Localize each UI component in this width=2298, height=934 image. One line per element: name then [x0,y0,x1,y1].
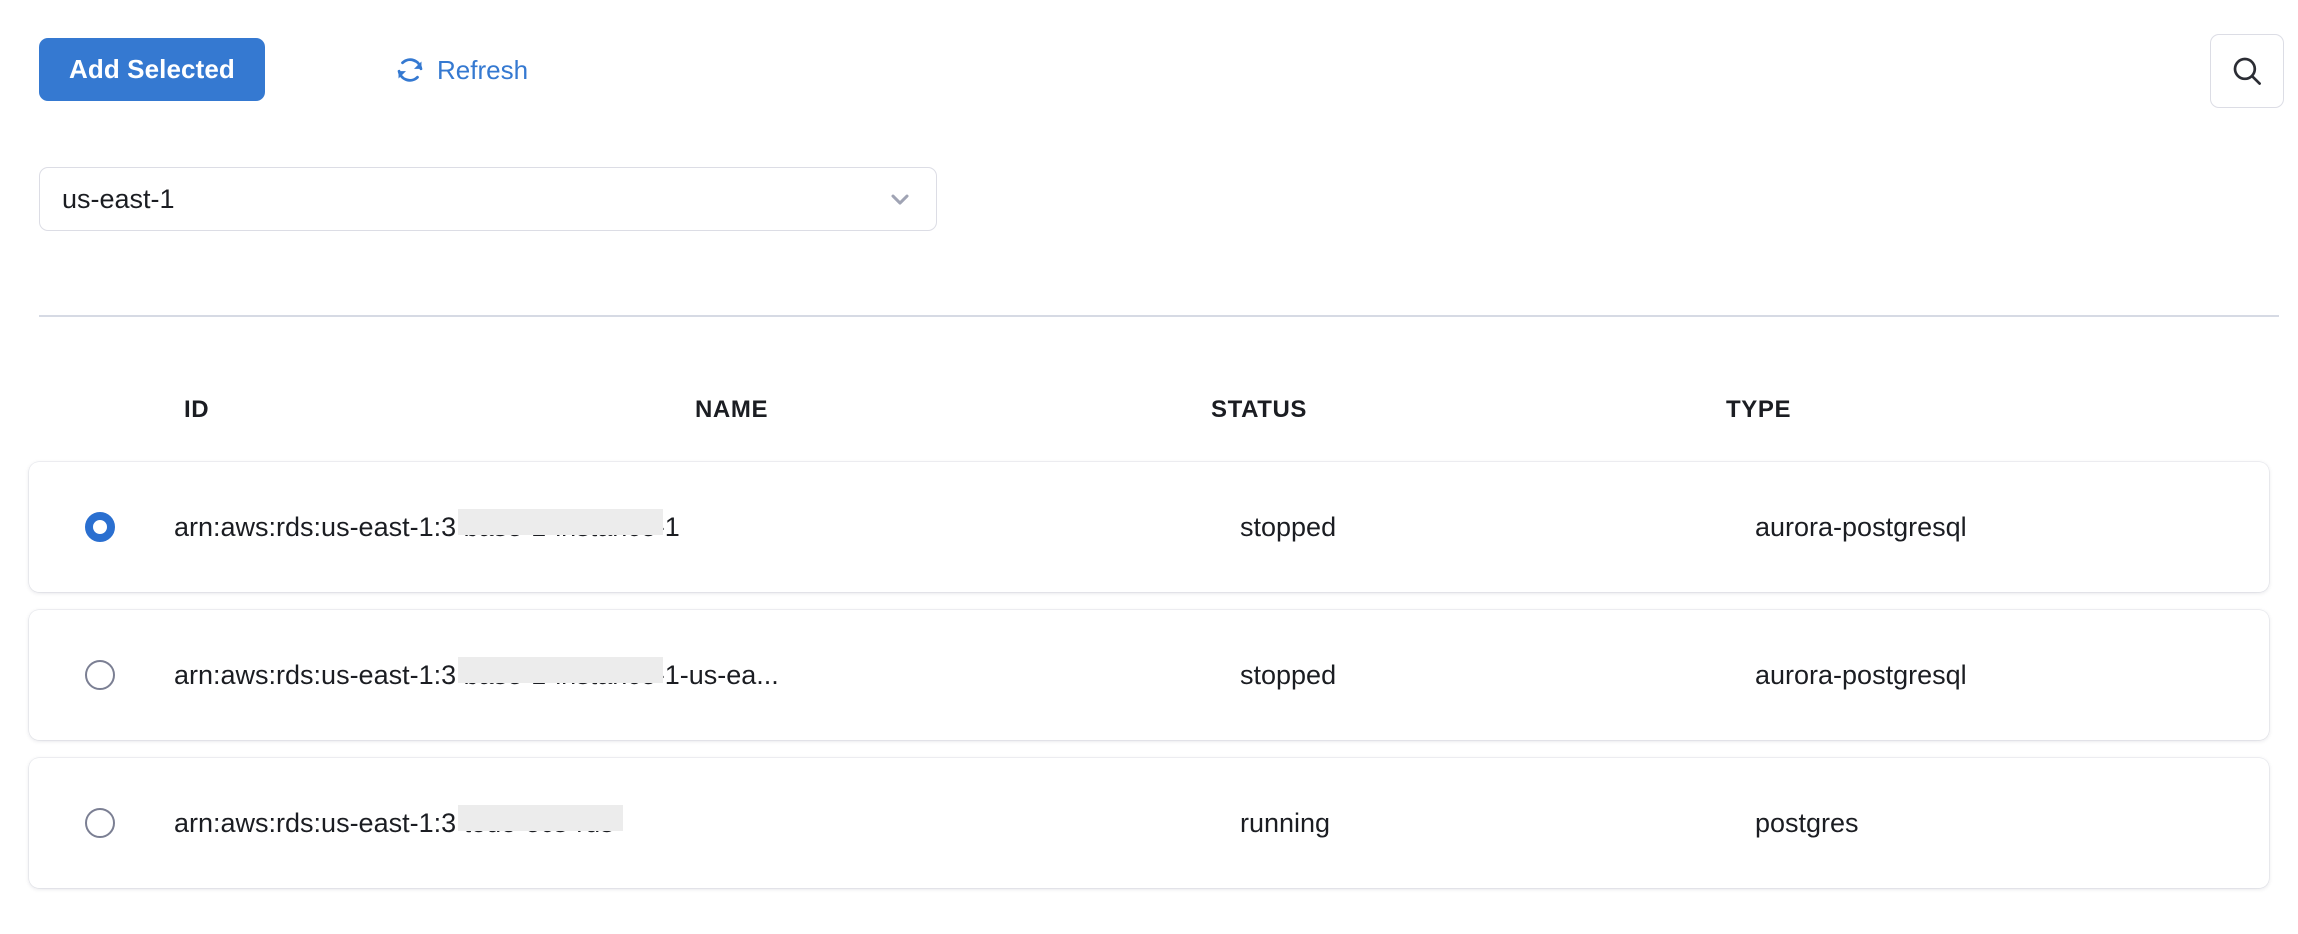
refresh-icon [394,54,426,86]
column-header-type: TYPE [1726,396,1792,423]
refresh-button[interactable]: Refresh [394,50,528,90]
cell-type: postgres [1755,808,1859,838]
table-body: arn:aws:rds:us-east-1:3 base-1-instance-… [0,462,2298,888]
arn-account-redacted [456,512,464,542]
row-radio[interactable] [85,808,115,838]
arn-prefix: arn:aws:rds:us-east-1:3 [174,660,457,690]
cell-status: stopped [1240,660,1337,690]
refresh-label: Refresh [437,55,529,85]
add-selected-label: Add Selected [69,54,235,84]
arn-text-wrap: arn:aws:rds:us-east-1:3 base-1-instance-… [174,657,779,690]
column-header-id: ID [184,396,210,423]
cell-id: arn:aws:rds:us-east-1:3 base-1-instance-… [174,509,680,542]
cell-status: running [1240,808,1331,838]
chevron-down-icon [886,185,914,213]
region-select[interactable]: us-east-1 [39,167,937,231]
column-header-name: NAME [695,396,769,423]
arn-account-redacted [456,808,464,838]
column-header-status: STATUS [1211,396,1308,423]
arn-text-wrap: arn:aws:rds:us-east-1:3 todo-ecs-rds [174,805,623,838]
arn-suffix: todo-ecs-rds [463,808,614,838]
cell-id: arn:aws:rds:us-east-1:3 base-1-instance-… [174,657,779,690]
arn-account-redacted [456,660,464,690]
row-radio-selected[interactable] [85,512,115,542]
search-button[interactable] [2210,34,2284,108]
arn-text-wrap: arn:aws:rds:us-east-1:3 base-1-instance-… [174,509,680,542]
arn-suffix: base-1-instance-1 [463,512,680,542]
row-radio[interactable] [85,660,115,690]
cell-status: stopped [1240,512,1337,542]
arn-suffix: base-1-instance-1-us-ea... [463,660,779,690]
toolbar: Add Selected Refresh [0,0,2298,140]
cell-type: aurora-postgresql [1755,660,1967,690]
region-select-value: us-east-1 [62,183,175,214]
add-selected-button[interactable]: Add Selected [39,38,265,101]
section-divider [39,315,2279,317]
instances-table: ID NAME STATUS TYPE arn:aws:rds:us-east-… [0,396,2298,906]
table-row[interactable]: arn:aws:rds:us-east-1:3 base-1-instance-… [29,610,2269,740]
table-row[interactable]: arn:aws:rds:us-east-1:3 base-1-instance-… [29,462,2269,592]
cell-type: aurora-postgresql [1755,512,1967,542]
arn-prefix: arn:aws:rds:us-east-1:3 [174,512,457,542]
arn-prefix: arn:aws:rds:us-east-1:3 [174,808,457,838]
search-icon [2229,53,2265,89]
cell-id: arn:aws:rds:us-east-1:3 todo-ecs-rds [174,805,623,838]
table-row[interactable]: arn:aws:rds:us-east-1:3 todo-ecs-rds run… [29,758,2269,888]
table-header-row: ID NAME STATUS TYPE [0,396,2298,462]
